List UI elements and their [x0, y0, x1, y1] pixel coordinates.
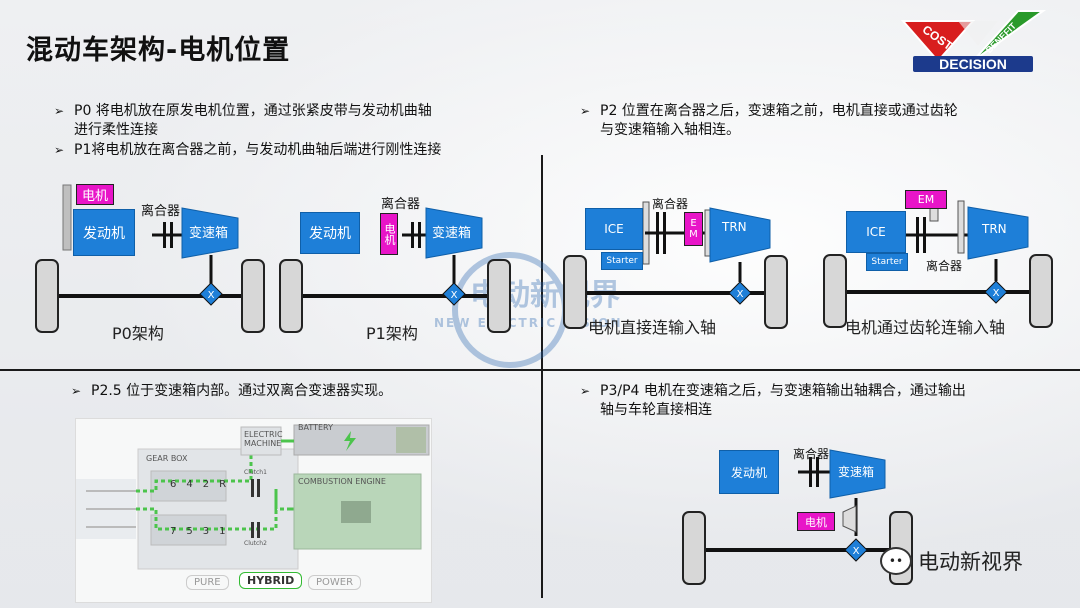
p25-gearbox-label: GEAR BOX	[146, 454, 188, 463]
gear-number: 3	[202, 526, 210, 537]
p1-motor-box: 电机	[380, 213, 398, 255]
bullet-p2: ➢ P2 位置在离合器之后，变速箱之前，电机直接或通过齿轮 与变速箱输入轴相连。	[580, 102, 958, 140]
bullet-arrow-icon: ➢	[54, 143, 65, 157]
bullet-arrow-icon: ➢	[71, 384, 82, 398]
bullet-p34-line2: 轴与车轮直接相连	[600, 402, 712, 418]
bullet-p25: ➢ P2.5 位于变速箱内部。通过双离合变速器实现。	[71, 382, 393, 401]
p1-clutch-label: 离合器	[381, 197, 421, 212]
svg-text:X: X	[208, 290, 215, 301]
p2b-diagram-lines: X	[823, 192, 1053, 328]
p2b-caption: 电机通过齿轮连输入轴	[845, 318, 1006, 337]
p25-mode-pure: PURE	[186, 575, 229, 590]
p0-engine-box: 发动机	[73, 209, 135, 256]
p2a-trn-label: TRN	[722, 220, 747, 234]
corner-watermark: •• 电动新视界	[880, 546, 1023, 576]
p2b-starter-box: Starter	[866, 253, 908, 271]
p1-caption: P1架构	[366, 324, 418, 343]
p2b-em-box: EM	[905, 190, 947, 209]
svg-text:X: X	[993, 288, 1000, 299]
gear-number: R	[219, 479, 227, 490]
p25-engine-label: COMBUSTION ENGINE	[298, 477, 386, 486]
p25-mode-hybrid: HYBRID	[239, 572, 303, 589]
bullet-p0-line1: P0 将电机放在原发电机位置，通过张紧皮带与发动机曲轴	[74, 103, 432, 119]
p34-gearbox-label: 变速箱	[838, 465, 875, 479]
svg-text:X: X	[737, 289, 744, 300]
gear-number: 1	[219, 526, 226, 537]
gear-number: 5	[186, 526, 193, 537]
p1-diagram-lines: X	[279, 207, 511, 333]
p2b-ice-box: ICE	[846, 211, 906, 253]
corner-watermark-text: 电动新视界	[918, 550, 1023, 574]
vertical-divider	[541, 155, 543, 598]
bullet-p0: ➢ P0 将电机放在原发电机位置，通过张紧皮带与发动机曲轴 进行柔性连接	[54, 102, 432, 140]
page-title: 混动车架构-电机位置	[26, 35, 291, 66]
wechat-icon: ••	[880, 547, 912, 575]
gear-number: 4	[186, 479, 193, 490]
gear-number: 7	[170, 526, 177, 537]
bullet-arrow-icon: ➢	[580, 104, 591, 118]
p0-clutch-label: 离合器	[141, 204, 181, 219]
bullet-p1: ➢ P1将电机放在离合器之前，与发动机曲轴后端进行刚性连接	[54, 141, 442, 160]
p2a-clutch-label: 离合器	[652, 197, 689, 211]
p25-clutch2-label: Clutch2	[244, 540, 267, 547]
bullet-p34: ➢ P3/P4 电机在变速箱之后，与变速箱输出轴耦合，通过输出 轴与车轮直接相连	[580, 382, 966, 420]
bullet-p0-line2: 进行柔性连接	[74, 122, 158, 138]
svg-text:X: X	[853, 546, 860, 557]
gear-number: 6	[170, 479, 177, 490]
p0-motor-box: 电机	[76, 184, 114, 205]
p1-engine-box: 发动机	[300, 212, 360, 254]
p2a-ice-box: ICE	[585, 208, 643, 250]
p34-engine-box: 发动机	[719, 450, 779, 494]
p0-caption: P0架构	[112, 324, 164, 343]
bullet-p34-line1: P3/P4 电机在变速箱之后，与变速箱输出轴耦合，通过输出	[600, 383, 966, 399]
bullet-p1-text: P1将电机放在离合器之前，与发动机曲轴后端进行刚性连接	[74, 142, 442, 158]
logo-decision-text: DECISION	[939, 56, 1007, 72]
p2a-starter-box: Starter	[601, 252, 643, 270]
p25-electric-label-1: ELECTRIC	[244, 430, 283, 439]
p1-gearbox-label: 变速箱	[432, 226, 472, 241]
svg-text:X: X	[451, 290, 458, 301]
p0-diagram-lines: X	[35, 184, 265, 333]
p2a-diagram-lines: X	[563, 201, 788, 329]
p25-schematic	[76, 424, 430, 570]
p0-gearbox-label: 变速箱	[189, 226, 229, 241]
bullet-arrow-icon: ➢	[54, 104, 65, 118]
p2a-caption: 电机直接连输入轴	[588, 318, 717, 337]
bullet-p2-line2: 与变速箱输入轴相连。	[600, 122, 740, 138]
bullet-p2-line1: P2 位置在离合器之后，变速箱之前，电机直接或通过齿轮	[600, 103, 958, 119]
horizontal-divider	[0, 369, 1080, 371]
p34-clutch-label: 离合器	[793, 447, 830, 461]
bullet-arrow-icon: ➢	[580, 384, 591, 398]
p2b-trn-label: TRN	[982, 222, 1007, 236]
p25-gearbox-panel: GEAR BOX ELECTRIC MACHINE BATTERY COMBUS…	[75, 418, 432, 603]
gear-number: 2	[202, 479, 210, 490]
bullet-p25-text: P2.5 位于变速箱内部。通过双离合变速器实现。	[91, 383, 393, 399]
p2a-em-box: E M	[684, 212, 703, 246]
p34-motor-box: 电机	[797, 512, 835, 531]
p25-clutch1-label: Clutch1	[244, 469, 267, 476]
p2b-clutch-label: 离合器	[926, 259, 963, 273]
cost-benefit-decision-logo: COST BENEFIT DECISION	[900, 10, 1047, 72]
p25-battery-label: BATTERY	[298, 423, 333, 432]
p25-mode-power: POWER	[308, 575, 362, 590]
p25-electric-label-2: MACHINE	[244, 439, 282, 448]
